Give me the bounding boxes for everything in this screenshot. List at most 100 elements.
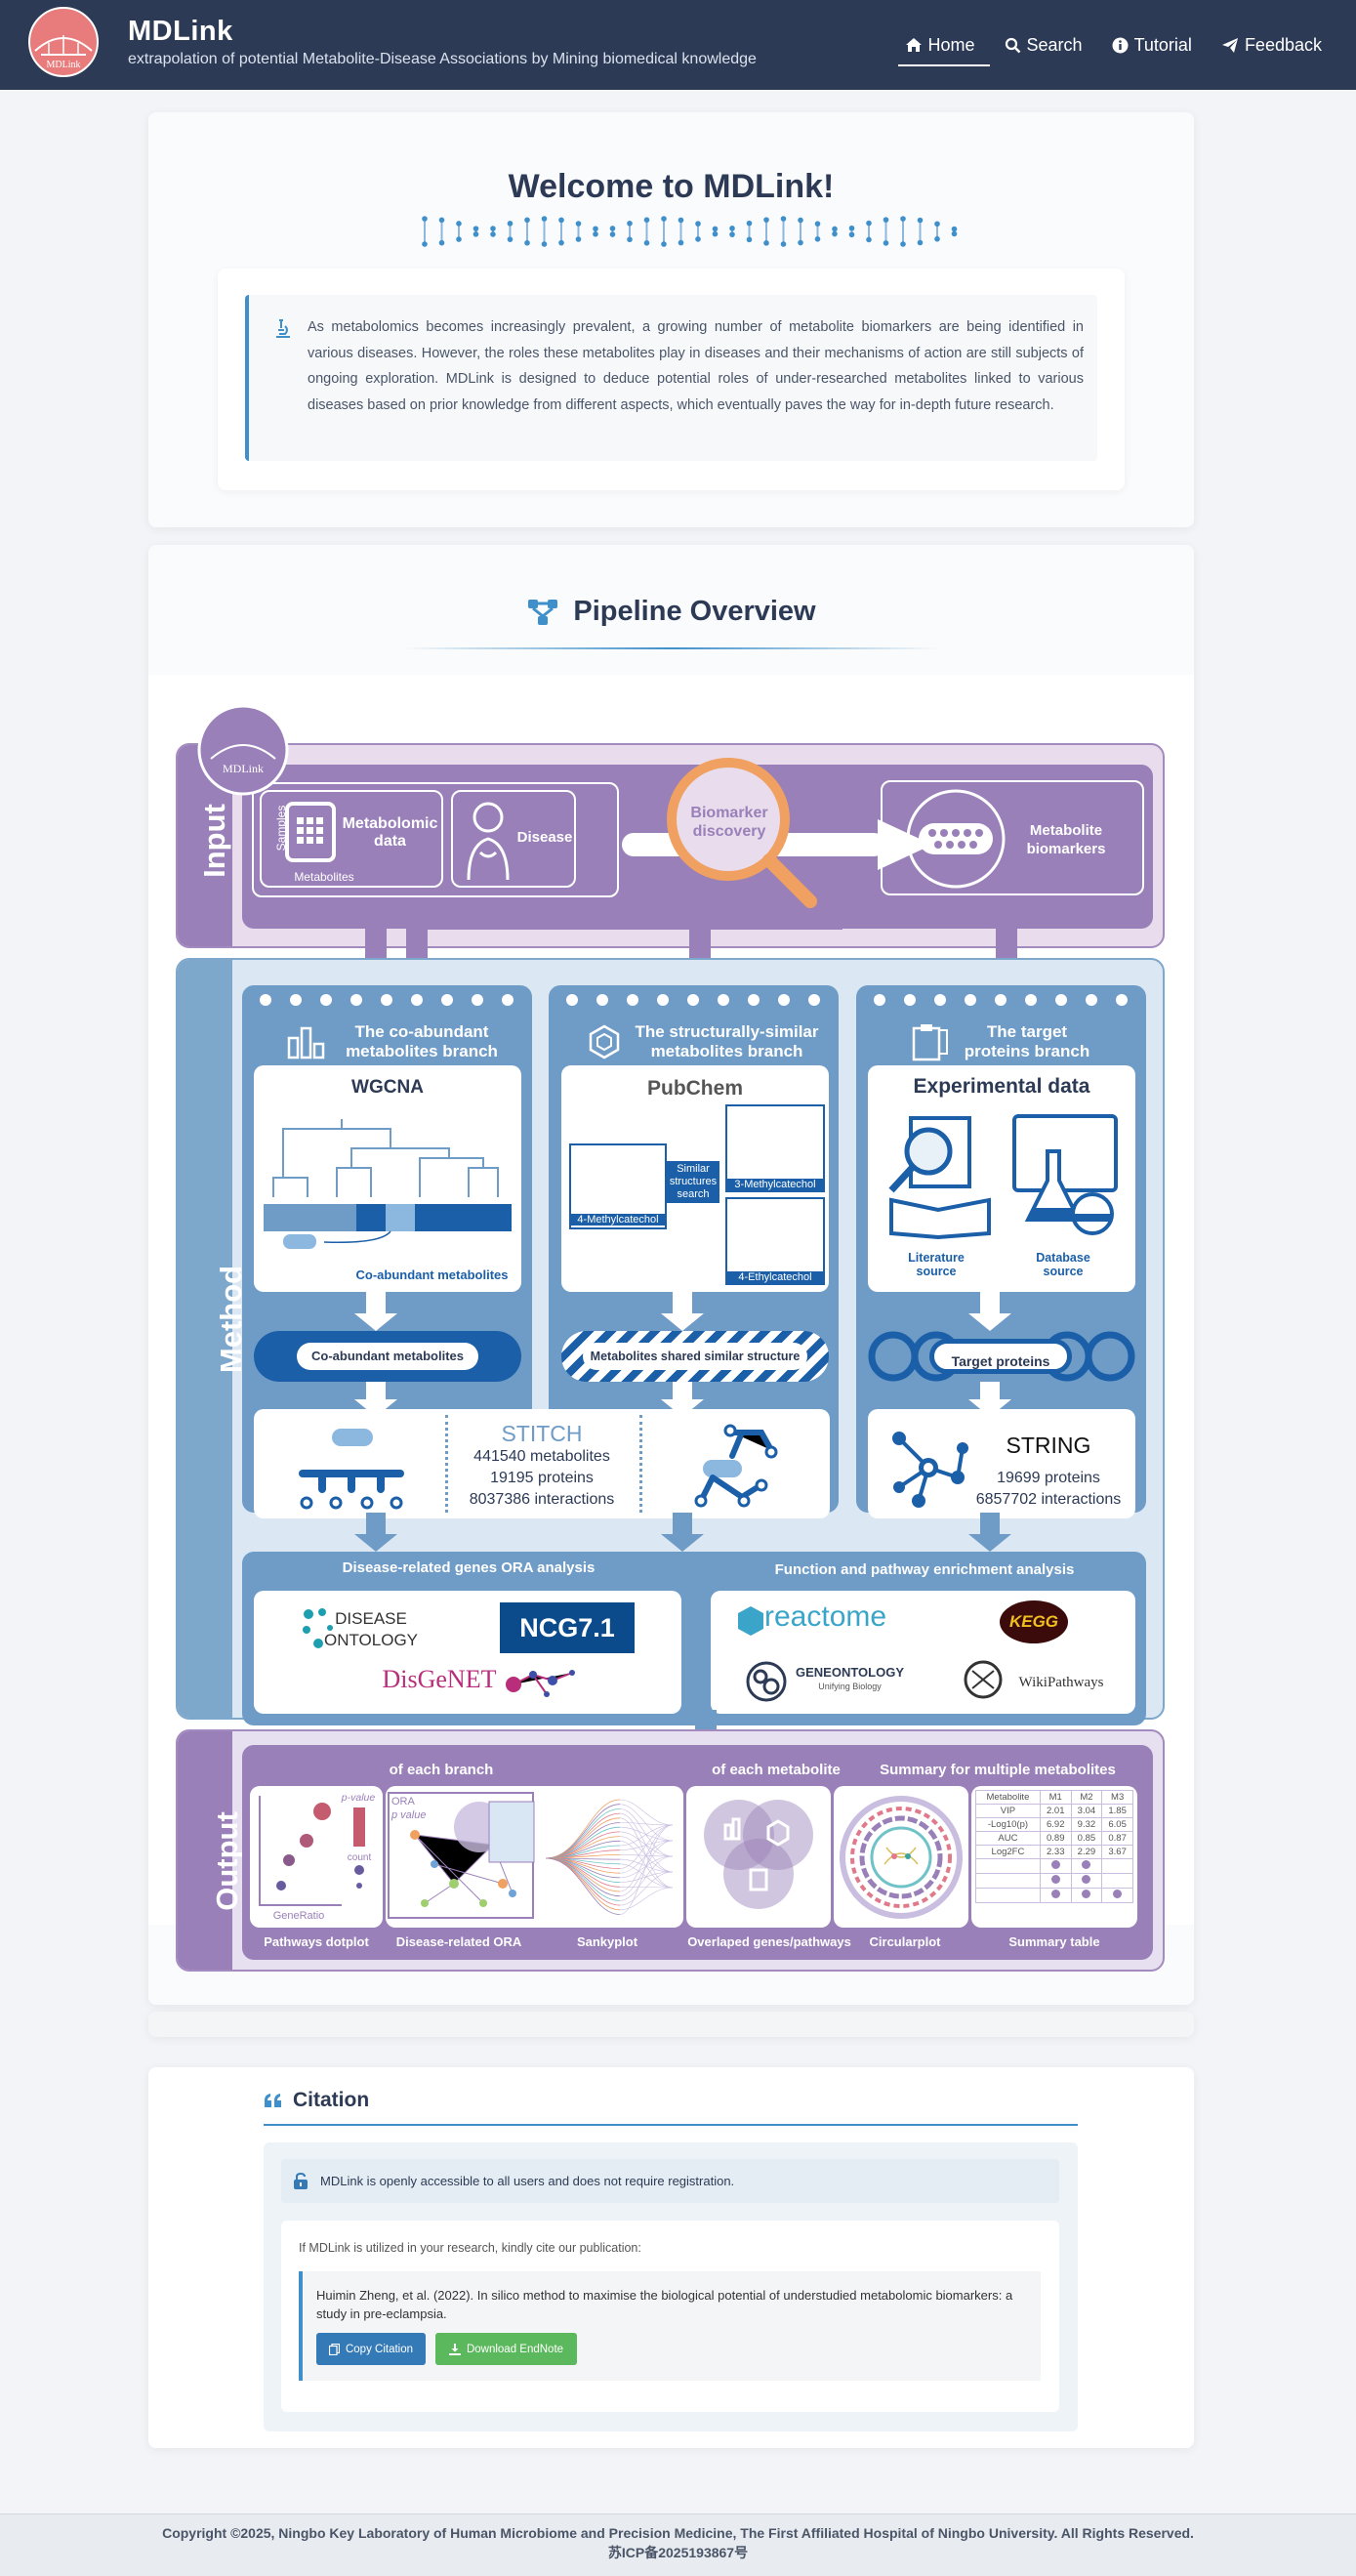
flow-arrow-head [354, 1534, 397, 1552]
string-line-1: 19699 proteins [997, 1470, 1100, 1486]
dna-node [729, 226, 735, 231]
branch-dot [472, 994, 483, 1006]
dna-node [473, 226, 479, 231]
unlock-icon [294, 2173, 308, 2189]
bar-chart-icon [287, 1026, 325, 1059]
download-endnote-label: Download EndNote [466, 2343, 564, 2355]
wgcna-label: WGCNA [351, 1077, 424, 1098]
dna-node [934, 221, 940, 228]
table-cell: M1 [1039, 1790, 1072, 1805]
branch-1-title: The co-abundant metabolites branch [346, 1022, 498, 1060]
dna-node [814, 236, 821, 242]
branch-dot [502, 994, 514, 1006]
sankey-link [619, 1799, 674, 1826]
sankey-link [619, 1824, 674, 1869]
footer-icp[interactable]: 苏ICP备2025193867号 [607, 2545, 749, 2560]
flow-arrow-head [661, 1534, 704, 1552]
dotplot-count: count [347, 1852, 372, 1863]
input-data-box [252, 782, 619, 897]
branch-dot [1086, 994, 1097, 1006]
mdlink-badge: MDLink [197, 704, 289, 796]
sankey-link [619, 1840, 674, 1896]
table-cell: 1.85 [1101, 1804, 1133, 1818]
circular-thumb [834, 1786, 968, 1928]
table-cell [1070, 1888, 1103, 1903]
branch-dot [687, 994, 699, 1006]
flow-arrow-shaft [980, 1382, 1000, 1403]
sankey-link [619, 1840, 674, 1874]
hit-1-box [725, 1104, 825, 1192]
branch-dot [260, 994, 271, 1006]
sankey-link [619, 1826, 674, 1842]
table-cell [1070, 1873, 1103, 1889]
grid-data-icon [285, 802, 336, 862]
cite-text[interactable]: Huimin Zheng, et al. (2022). In silico m… [316, 2288, 1013, 2321]
circular-plot-graphic [840, 1796, 963, 1919]
branch-dot [748, 994, 760, 1006]
nav-tutorial-label: Tutorial [1133, 34, 1192, 55]
sankey-link [619, 1841, 674, 1889]
table-cell: 2.29 [1070, 1845, 1103, 1859]
dna-node [541, 216, 548, 222]
nav-feedback[interactable]: Feedback [1207, 25, 1336, 64]
sankey-link [619, 1824, 674, 1915]
enrich-db-box: reactome KEGG GENEONTOLOGY Unifying Biol… [711, 1591, 1135, 1714]
table-dot [1050, 1875, 1060, 1884]
welcome-card: Welcome to MDLink! As metabolomics becom… [148, 112, 1194, 527]
dna-node [848, 225, 855, 231]
kegg-label: KEGG [1000, 1600, 1068, 1643]
dna-node [643, 239, 650, 246]
branch-dot [627, 994, 638, 1006]
branch-dot [874, 994, 885, 1006]
branch-dot [965, 994, 976, 1006]
branch-dot [381, 994, 392, 1006]
sankey-link [619, 1863, 674, 1889]
citation-title: Citation [293, 2089, 370, 2111]
branch-dot [1116, 994, 1128, 1006]
dna-node [558, 217, 564, 224]
flow-arrow-head [968, 1399, 1011, 1417]
cite-box: Huimin Zheng, et al. (2022). In silico m… [299, 2271, 1041, 2381]
dna-node [712, 230, 719, 237]
dna-node [456, 221, 462, 227]
dna-node [866, 236, 872, 243]
branch-dot [995, 994, 1007, 1006]
sankey-link [619, 1871, 674, 1906]
table-cell: 0.87 [1101, 1831, 1133, 1846]
mdlink-logo[interactable]: MDLink [27, 6, 100, 78]
table-cell [1101, 1888, 1133, 1903]
table-cell [1101, 1858, 1133, 1874]
nav-home[interactable]: Home [890, 25, 990, 66]
home-icon [905, 38, 922, 52]
sankey-link [619, 1871, 674, 1883]
disgenet-network-icon [506, 1670, 575, 1697]
dna-node [798, 217, 803, 224]
branch-arrows-lower [354, 1382, 1011, 1417]
metabolite-biomarkers-box [881, 780, 1144, 895]
dna-node [883, 217, 889, 223]
table-cell [975, 1888, 1041, 1903]
nav-search[interactable]: Search [990, 25, 1097, 64]
wikipathways-label: WikiPathways [1018, 1675, 1104, 1690]
table-cell: VIP [975, 1804, 1041, 1818]
sankey-link [619, 1817, 674, 1889]
branch-3-title: The target proteins branch [964, 1022, 1090, 1060]
table-dot [1050, 1860, 1060, 1869]
table-cell [1039, 1858, 1072, 1874]
dna-node [473, 231, 479, 237]
output-band-label-bg [178, 1731, 232, 1970]
copy-citation-button[interactable]: Copy Citation [316, 2333, 426, 2365]
molecule-graph-icon [694, 1424, 778, 1508]
nav-tutorial[interactable]: Tutorial [1097, 25, 1207, 64]
string-box: STRING 19699 proteins 6857702 interactio… [868, 1409, 1135, 1518]
sankey-link [619, 1858, 674, 1873]
download-endnote-button[interactable]: Download EndNote [435, 2333, 577, 2365]
output-caption-3: Sankyplot [576, 1934, 638, 1949]
output-caption-4: Overlaped genes/pathways [687, 1934, 851, 1949]
site-title: MDLink [128, 16, 233, 47]
sankey-link [545, 1857, 621, 1883]
table-cell: -Log10(p) [975, 1817, 1041, 1832]
dna-node [524, 217, 530, 224]
table-cell: 2.33 [1039, 1845, 1072, 1859]
